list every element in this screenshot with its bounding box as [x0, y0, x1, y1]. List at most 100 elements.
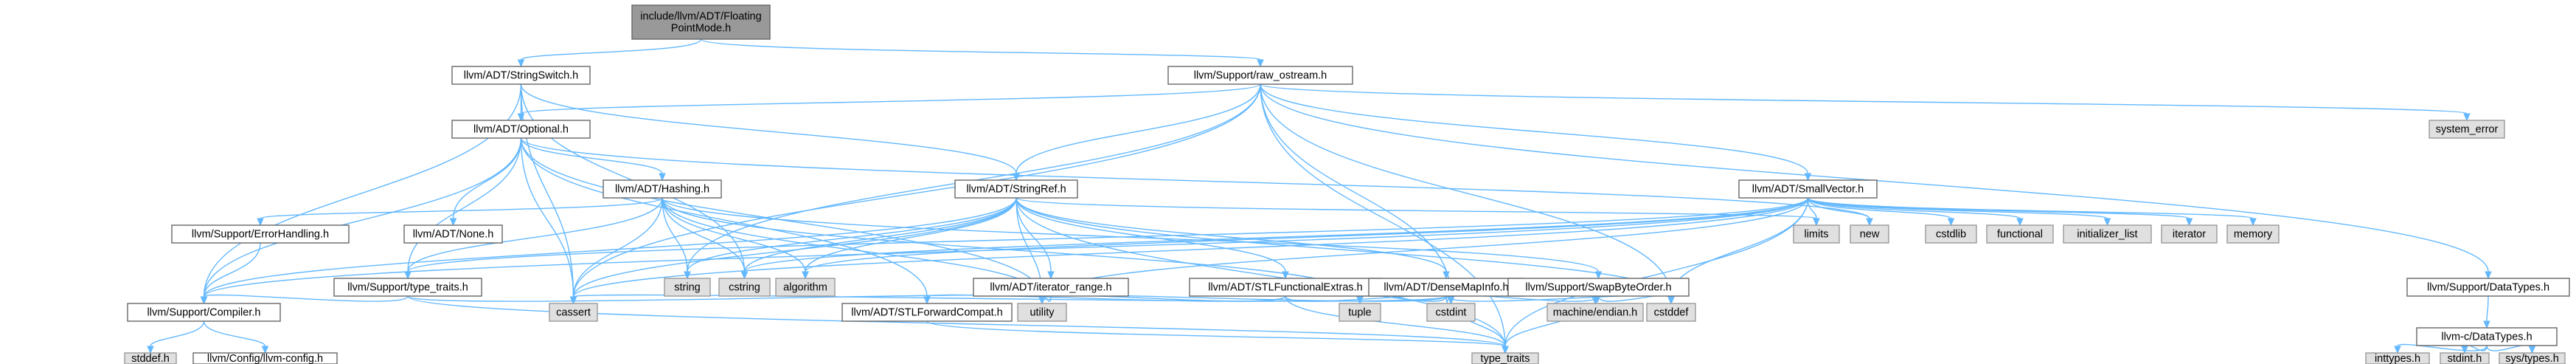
edge-arrowhead-densemapinfo-to-cassert: [569, 296, 577, 305]
edge-smallvector-to-cstdlib: [1807, 197, 1952, 219]
edge-type_traits_h-to-type_traits: [407, 295, 1506, 347]
node-box: [718, 278, 771, 297]
node-box: [2429, 120, 2505, 139]
edge-stringref-to-limits: [1016, 197, 1817, 219]
node-hashing[interactable]: llvm/ADT/Hashing.h: [603, 179, 722, 199]
node-label: include/llvm/ADT/Floating: [640, 10, 761, 22]
node-llvm-config[interactable]: llvm/Config/llvm-config.h: [192, 352, 338, 364]
node-raw-ostream[interactable]: llvm/Support/raw_ostream.h: [1167, 66, 1353, 85]
edge-optional-to-new: [520, 137, 1870, 219]
node-label: llvm/Support/type_traits.h: [347, 281, 468, 293]
edge-stringswitch-to-compiler: [203, 83, 522, 298]
node-stringref[interactable]: llvm/ADT/StringRef.h: [954, 179, 1078, 199]
edge-arrowhead-smallvector-to-initializer_list: [2103, 218, 2111, 227]
edge-arrowhead-raw_ostream-to-system_error: [2463, 113, 2471, 122]
node-stlforward[interactable]: llvm/ADT/STLForwardCompat.h: [841, 303, 1013, 322]
node-type-traits-h[interactable]: llvm/Support/type_traits.h: [333, 278, 482, 297]
edge-arrowhead-c_datatypes-to-stdint: [2461, 346, 2468, 354]
edge-raw_ostream-to-cassert: [572, 83, 1261, 298]
edge-stringref-to-iterator_range: [1016, 197, 1052, 272]
node-utility: utility: [1017, 303, 1067, 322]
edge-smallvector-to-functional: [1807, 197, 2021, 219]
node-label: llvm/Support/DataTypes.h: [2427, 281, 2549, 293]
node-datatypes[interactable]: llvm/Support/DataTypes.h: [2406, 278, 2570, 297]
node-box: [1925, 224, 1977, 244]
edge-arrowhead-smallvector-to-memory: [2249, 218, 2257, 227]
node-smallvector[interactable]: llvm/ADT/SmallVector.h: [1738, 179, 1878, 199]
node-box: [631, 4, 771, 40]
edge-arrowhead-smallvector-to-type_traits_h: [404, 271, 412, 280]
node-box: [664, 278, 711, 297]
edge-arrowhead-raw_ostream-to-datatypes: [2485, 271, 2492, 280]
node-label: llvm/Support/SwapByteOrder.h: [1525, 281, 1671, 293]
edge-arrowhead-c_datatypes-to-sys_types: [2528, 346, 2536, 354]
node-label: llvm/ADT/Hashing.h: [615, 183, 709, 195]
edge-arrowhead-hashing-to-errorhandling: [257, 218, 264, 227]
node-densemapinfo[interactable]: llvm/ADT/DenseMapInfo.h: [1368, 278, 1524, 297]
node-stringswitch[interactable]: llvm/ADT/StringSwitch.h: [451, 66, 591, 85]
edge-arrowhead-stlfunctional-to-stlforward: [923, 296, 931, 305]
node-box: [1738, 179, 1878, 199]
node-label: llvm/Support/ErrorHandling.h: [192, 228, 329, 240]
node-box: [2440, 352, 2490, 364]
node-box: [451, 120, 591, 139]
edge-optional-to-hashing: [520, 137, 663, 174]
node-errorhandling[interactable]: llvm/Support/ErrorHandling.h: [171, 224, 350, 244]
node-box: [1426, 303, 1476, 322]
node-label: new: [1860, 228, 1880, 240]
node-box: [1339, 303, 1381, 322]
node-label: inttypes.h: [2375, 353, 2420, 364]
dependency-edges: [147, 38, 2536, 354]
edge-arrowhead-datatypes-to-c_datatypes: [2483, 320, 2490, 329]
edge-type_traits_h-to-compiler: [203, 294, 409, 302]
node-stddef: stddef.h: [124, 352, 177, 364]
edge-arrowhead-optional-to-none: [449, 218, 457, 227]
node-label: llvm/ADT/StringSwitch.h: [464, 69, 579, 81]
node-inttypes: inttypes.h: [2365, 352, 2430, 364]
node-cstdlib: cstdlib: [1925, 224, 1977, 244]
edge-c_datatypes-to-inttypes: [2397, 343, 2488, 351]
node-none[interactable]: llvm/ADT/None.h: [403, 224, 503, 244]
node-box: [1850, 224, 1889, 244]
node-label: llvm/Support/raw_ostream.h: [1194, 69, 1327, 81]
node-tuple: tuple: [1339, 303, 1381, 322]
node-label: iterator: [2173, 228, 2206, 240]
node-system-error: system_error: [2429, 120, 2505, 139]
node-box: [2499, 352, 2566, 364]
edge-arrowhead-swapbyteorder-to-cstddef: [1667, 296, 1675, 305]
node-swapbyteorder[interactable]: llvm/Support/SwapByteOrder.h: [1507, 278, 1690, 297]
edge-optional-to-cassert: [520, 137, 574, 298]
node-label: llvm/ADT/None.h: [413, 228, 494, 240]
node-box: [192, 352, 338, 364]
node-box: [1986, 224, 2054, 244]
edge-arrowhead-compiler-to-llvm_config: [261, 346, 269, 354]
node-c-datatypes[interactable]: llvm-c/DataTypes.h: [2416, 327, 2558, 346]
node-box: [1368, 278, 1524, 297]
node-box: [1189, 278, 1382, 297]
node-compiler[interactable]: llvm/Support/Compiler.h: [127, 303, 281, 322]
node-box: [954, 179, 1078, 199]
edge-arrowhead-densemapinfo-to-utility: [1038, 296, 1046, 305]
node-label: cassert: [556, 306, 591, 318]
node-limits: limits: [1793, 224, 1840, 244]
node-iterator-range[interactable]: llvm/ADT/iterator_range.h: [973, 278, 1129, 297]
edge-raw_ostream-to-stringref: [1016, 83, 1261, 174]
node-stlfunctional[interactable]: llvm/ADT/STLFunctionalExtras.h: [1189, 278, 1382, 297]
node-label: stddef.h: [131, 353, 170, 364]
node-optional[interactable]: llvm/ADT/Optional.h: [451, 120, 591, 139]
edge-densemapinfo-to-cassert: [572, 294, 1447, 302]
edge-hashing-to-errorhandling: [260, 197, 663, 219]
edge-errorhandling-to-compiler: [203, 242, 261, 298]
node-type-traits: type_traits: [1471, 352, 1539, 364]
edge-optional-to-none: [452, 137, 522, 219]
node-label: llvm/ADT/Optional.h: [473, 123, 569, 135]
node-box: [2226, 224, 2280, 244]
edge-arrowhead-stringref-to-stlfunctional: [1282, 271, 1289, 280]
edge-arrowhead-swapbyteorder-to-machine_endian: [1591, 296, 1599, 305]
node-cstring: cstring: [718, 278, 771, 297]
node-string: string: [664, 278, 711, 297]
edge-arrowhead-optional-to-hashing: [659, 173, 666, 182]
node-label: sys/types.h: [2505, 353, 2559, 364]
edge-arrowhead-smallvector-to-algorithm: [802, 271, 809, 280]
